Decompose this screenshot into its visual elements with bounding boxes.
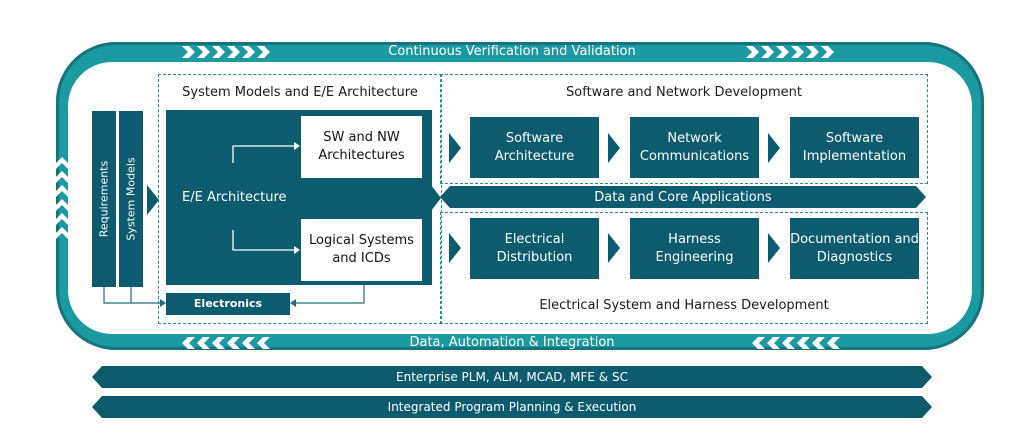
software-arrow-2-icon <box>768 133 780 163</box>
harness-engineering-box: Harness Engineering <box>630 218 759 279</box>
left-to-ee-arrow-icon <box>147 185 159 215</box>
electrical-section <box>440 212 928 324</box>
bottom-band-label: Data, Automation & Integration <box>409 335 615 350</box>
ee-to-data-arrow-icon <box>431 185 441 211</box>
program-planning-bar: Integrated Program Planning & Execution <box>92 396 932 418</box>
data-core-applications-bar: Data and Core Applications <box>440 186 926 208</box>
system-models-box: System Models <box>119 111 143 287</box>
enterprise-plm-bar: Enterprise PLM, ALM, MCAD, MFE & SC <box>92 366 932 388</box>
software-lead-arrow-icon <box>449 133 461 163</box>
software-section <box>440 74 928 184</box>
software-implementation-box: Software Implementation <box>790 117 919 178</box>
bottom-left-chevrons-icon <box>182 337 270 349</box>
electrical-section-title: Electrical System and Harness Developmen… <box>539 298 829 313</box>
left-up-chevrons-icon <box>56 157 68 239</box>
top-right-chevrons-icon <box>746 46 834 58</box>
system-models-section <box>158 74 442 324</box>
electrical-arrow-1-icon <box>608 233 620 263</box>
system-models-section-title: System Models and E/E Architecture <box>182 85 418 100</box>
software-section-title: Software and Network Development <box>566 85 802 100</box>
bottom-right-chevrons-icon <box>752 337 840 349</box>
sw-nw-architectures-box: SW and NW Architectures <box>301 116 422 178</box>
logical-systems-box: Logical Systems and ICDs <box>301 219 422 281</box>
electrical-arrow-2-icon <box>768 233 780 263</box>
electrical-lead-arrow-icon <box>449 233 461 263</box>
electronics-box: Electronics <box>166 293 290 315</box>
software-arrow-1-icon <box>608 133 620 163</box>
top-left-chevrons-icon <box>182 46 270 58</box>
top-band-label: Continuous Verification and Validation <box>388 44 636 59</box>
network-communications-box: Network Communications <box>630 117 759 178</box>
electrical-distribution-box: Electrical Distribution <box>470 218 599 279</box>
software-architecture-box: Software Architecture <box>470 117 599 178</box>
requirements-box: Requirements <box>92 111 116 287</box>
documentation-diagnostics-box: Documentation and Diagnostics <box>790 218 919 279</box>
ee-architecture-label: E/E Architecture <box>182 190 287 205</box>
